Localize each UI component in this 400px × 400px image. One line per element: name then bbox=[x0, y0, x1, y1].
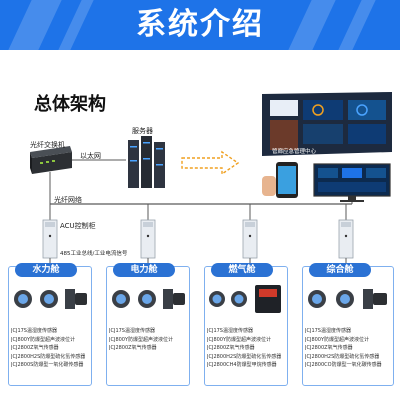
sensor-item: JCJ17S温湿度传感器 bbox=[11, 328, 57, 334]
sensor-group-icon bbox=[308, 289, 387, 309]
sensor-group-icon bbox=[112, 289, 185, 309]
fiber-network-label: 光纤网络 bbox=[54, 196, 82, 204]
sensor-item: JCJ2800Z氧气传感器 bbox=[109, 345, 157, 351]
sensor-item: JCJ17S温湿度传感器 bbox=[305, 328, 351, 334]
sensor-item: JCJ800Y防爆型超声波液位计 bbox=[109, 336, 174, 343]
panel-title: 燃气舱 bbox=[211, 263, 273, 277]
sensor-item: JCJ2800S防爆型一氧化碳传感器 bbox=[11, 362, 84, 368]
sensor-list: JCJ17S温湿度传感器 JCJ800Y防爆型超声波液位计 JCJ2800Z氧气… bbox=[109, 327, 189, 353]
mobile-phone-icon bbox=[262, 162, 298, 198]
section-title: 总体架构 bbox=[34, 94, 106, 115]
ethernet-label: 以太网 bbox=[80, 152, 101, 160]
sensor-item: JCJ2800Z氧气传感器 bbox=[207, 345, 255, 351]
cabin-panel-integrated: 综合舱 JCJ17S温湿度传感器 JCJ800Y防爆型超声波液位计 JCJ280… bbox=[302, 263, 394, 386]
sensor-item: JCJ800Y防爆型超声波液位计 bbox=[207, 336, 272, 343]
server-icon bbox=[128, 136, 165, 188]
sensor-item: JCJ2800H2S防爆型硫化氢传感器 bbox=[305, 353, 380, 360]
header-banner: 系统介绍 bbox=[0, 0, 400, 50]
acu-cabinet-icon bbox=[242, 219, 258, 259]
control-center-screen-icon bbox=[262, 92, 392, 156]
sensor-item: JCJ2800H2S防爆型硫化氢传感器 bbox=[11, 353, 86, 360]
banner-title: 系统介绍 bbox=[136, 7, 264, 42]
sensor-item: JCJ2800Z氧气传感器 bbox=[11, 345, 59, 351]
sensor-item: JCJ2800CO防爆型一氧化碳传感器 bbox=[305, 362, 382, 368]
sensor-list: JCJ17S温湿度传感器 JCJ800Y防爆型超声波液位计 JCJ2800Z氧气… bbox=[207, 327, 287, 370]
switch-label: 光纤交换机 bbox=[30, 141, 65, 149]
cabin-panel-gas: 燃气舱 JCJ17S温湿度传感器 JCJ800Y防爆型超声波液位计 JCJ280… bbox=[204, 263, 288, 386]
panel-title: 综合舱 bbox=[309, 263, 371, 277]
sensor-group-icon bbox=[209, 285, 281, 313]
panel-title: 电力舱 bbox=[113, 263, 175, 277]
control-center-label: 管廊应急管理中心 bbox=[272, 149, 317, 155]
sensor-item: JCJ800Y防爆型超声波液位计 bbox=[11, 336, 76, 343]
data-flow-arrow-icon bbox=[181, 150, 240, 176]
panel-title: 水力舱 bbox=[15, 263, 77, 277]
bus-label: 485工业总线/工业电流信号 bbox=[60, 251, 128, 257]
sensor-group-icon bbox=[14, 289, 87, 309]
acu-cabinet-icon bbox=[140, 219, 156, 259]
sensor-list: JCJ17S温湿度传感器 JCJ800Y防爆型超声波液位计 JCJ2800Z氧气… bbox=[305, 327, 393, 370]
sensor-list: JCJ17S温湿度传感器 JCJ800Y防爆型超声波液位计 JCJ2800Z氧气… bbox=[11, 327, 91, 370]
sensor-item: JCJ2800CH4防爆型甲烷传感器 bbox=[207, 362, 277, 368]
sensor-item: JCJ800Y防爆型超声波液位计 bbox=[305, 336, 370, 343]
cabin-panel-water: 水力舱 JCJ17S温湿度传感器 JCJ800Y防爆型超声波液位计 JCJ280… bbox=[8, 263, 92, 386]
fiber-switch-icon bbox=[30, 146, 72, 174]
monitor-icon bbox=[313, 163, 391, 202]
sensor-item: JCJ17S温湿度传感器 bbox=[207, 328, 253, 334]
acu-cabinet-icon bbox=[42, 219, 58, 259]
cabin-panel-power: 电力舱 JCJ17S温湿度传感器 JCJ800Y防爆型超声波液位计 JCJ280… bbox=[106, 263, 190, 386]
sensor-item: JCJ2800Z氧气传感器 bbox=[305, 345, 353, 351]
server-label: 服务器 bbox=[132, 127, 153, 135]
sensor-item: JCJ2800H2S防爆型硫化氢传感器 bbox=[207, 353, 282, 360]
acu-label: ACU控制柜 bbox=[60, 222, 96, 230]
sensor-item: JCJ17S温湿度传感器 bbox=[109, 328, 155, 334]
acu-cabinet-icon bbox=[338, 219, 354, 259]
